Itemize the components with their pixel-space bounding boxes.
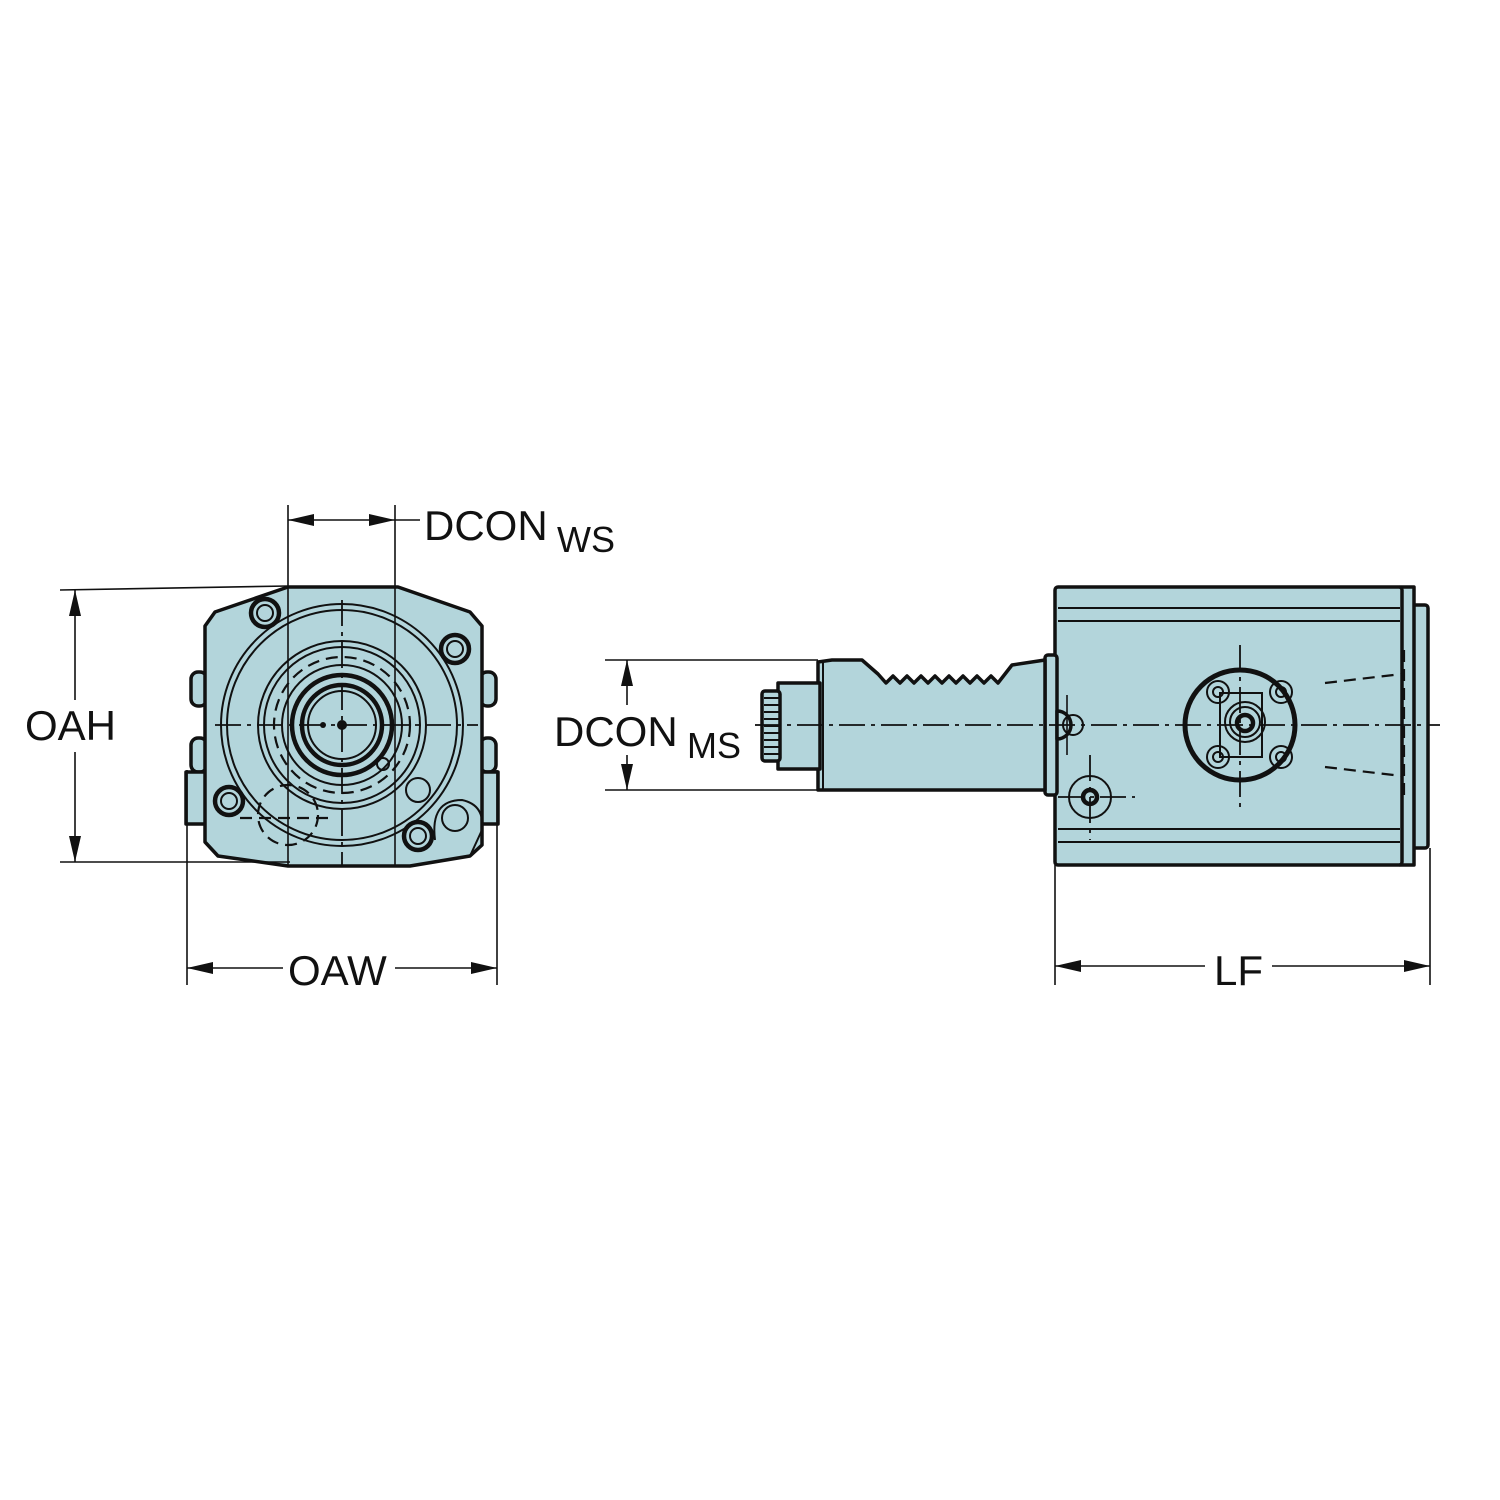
hidden-taper: [1324, 765, 1403, 778]
dimension-lf: LF: [1054, 848, 1431, 994]
output-ring: [1229, 706, 1261, 738]
side-view: [755, 585, 1440, 867]
dimension-label-oaw: OAW: [288, 947, 387, 994]
hidden-taper: [1324, 672, 1403, 685]
dimension-subscript-ms: MS: [687, 725, 741, 766]
lug: [433, 798, 484, 857]
end-view: [184, 585, 500, 868]
bolt: [248, 596, 282, 630]
dimension-label-lf: LF: [1214, 947, 1263, 994]
output-bore: [1234, 712, 1256, 734]
small-hole: [376, 757, 390, 771]
dimension-oaw: OAW: [186, 770, 498, 994]
output-ring: [1224, 701, 1266, 743]
bolt: [438, 632, 472, 666]
dimension-subscript-ws: WS: [557, 519, 615, 560]
dimension-label-oah: OAH: [25, 702, 116, 749]
dimension-oah: OAH: [25, 585, 290, 863]
dimension-dcon-ms: DCON MS: [554, 659, 818, 791]
spline-teeth: [764, 697, 780, 755]
bolt: [401, 819, 435, 853]
dimension-label-dcon-ws: DCON: [424, 502, 548, 549]
bolt: [1269, 680, 1293, 704]
dimension-label-dcon-ms: DCON: [554, 708, 678, 755]
hole: [441, 804, 469, 832]
hole: [405, 777, 431, 803]
bolt: [1269, 745, 1293, 769]
bolt: [1206, 745, 1230, 769]
dimension-dcon-ws: DCON WS: [287, 502, 615, 866]
front-block: [776, 681, 822, 771]
bolt: [1206, 680, 1230, 704]
bolt: [212, 784, 246, 818]
